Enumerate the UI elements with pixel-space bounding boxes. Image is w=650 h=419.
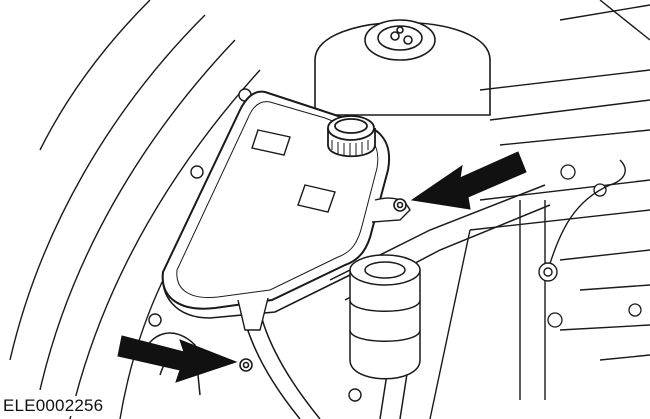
upper-arrow — [410, 151, 527, 210]
tank-mounting-bolts — [239, 198, 407, 372]
sensor-wire — [538, 159, 626, 282]
figure-code: ELE0002256 — [2, 396, 107, 416]
pointer-arrows — [117, 151, 527, 383]
filler-cap — [327, 115, 376, 158]
fender-curves — [9, 0, 261, 419]
engine-cover — [429, 0, 650, 419]
engine-cover-bolts — [547, 164, 642, 328]
lower-cylinder — [349, 254, 421, 380]
lower-arrow — [117, 335, 238, 383]
top-cylinder-cap — [314, 19, 491, 116]
